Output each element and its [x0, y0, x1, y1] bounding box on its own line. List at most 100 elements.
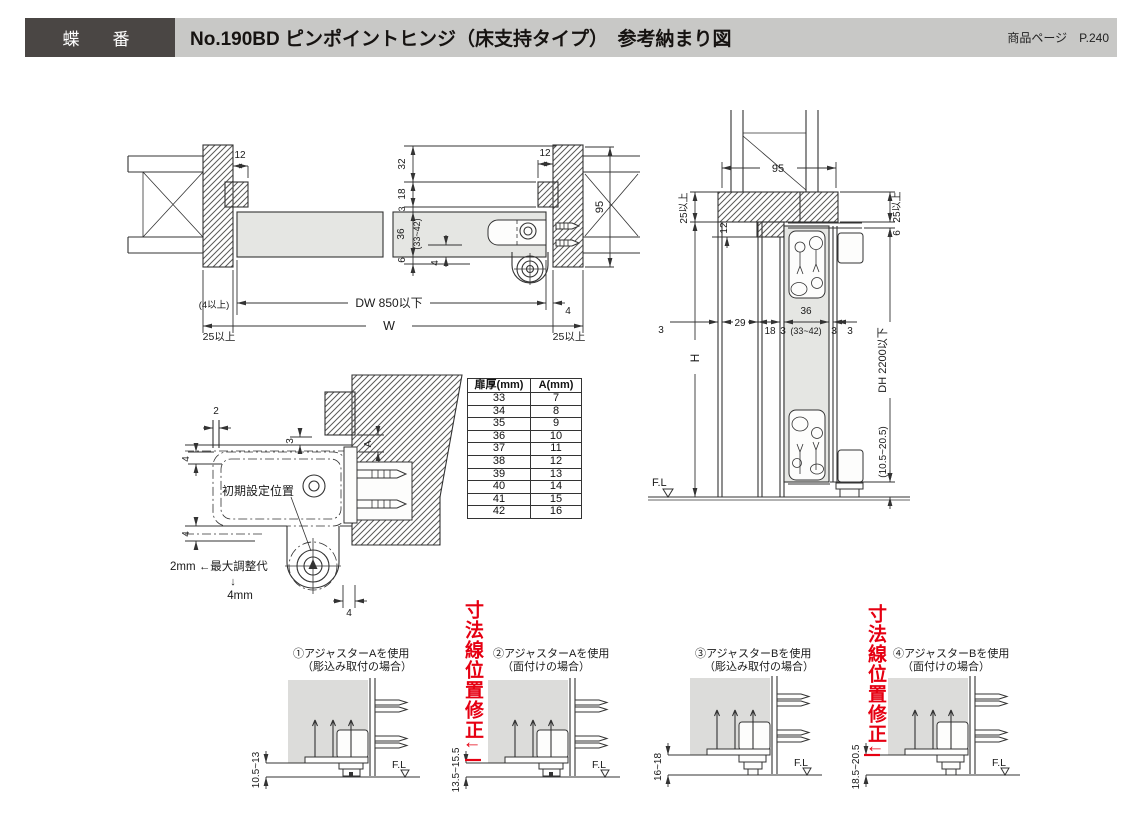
dim-label: (33~42) — [790, 326, 821, 336]
detail-view: 初期設定位置 2 3 4 4 A 2mm ←最大調整代 ↓ 4mm 4 — [170, 374, 463, 619]
panel-adjuster-b-mortise: ③アジャスターBを使用 （彫込み取付の場合） F.L 16~18 — [653, 647, 822, 787]
door-stop-right — [537, 181, 559, 208]
hinge-arm-range — [212, 451, 348, 527]
pivot-marker — [308, 559, 318, 569]
dim-label: 16~18 — [653, 753, 664, 782]
dim-label: 18.5~20.5 — [851, 744, 862, 789]
dim-label: 32 — [397, 158, 408, 170]
floor-level-label: F.L — [592, 759, 606, 771]
panel-caption: ④アジャスターBを使用 — [893, 647, 1009, 660]
section-view: 95 F.L 25以上 H — [648, 110, 910, 509]
dim-label: W — [383, 319, 395, 333]
dim-label: 3 — [658, 325, 664, 336]
max-adjust-arrow: ↓ — [230, 576, 236, 588]
category-tab: 蝶 番 — [25, 18, 175, 57]
dim-label: 12 — [234, 150, 246, 161]
floor-level-label: F.L — [992, 757, 1006, 769]
dim-label: H — [688, 354, 702, 363]
dim-label: 4 — [346, 608, 352, 619]
panel-caption: ①アジャスターAを使用 — [293, 647, 409, 660]
dim-label: 12 — [539, 148, 551, 159]
floor-level-icon — [400, 769, 410, 779]
dim-label: 4 — [181, 531, 192, 537]
panel-caption: ③アジャスターBを使用 — [695, 647, 811, 660]
floor-level-label: F.L — [392, 759, 406, 771]
floor-level-icon — [662, 488, 674, 498]
panel-caption: （面付けの場合） — [902, 659, 990, 673]
dim-label: (4以上) — [199, 300, 230, 311]
floor-level-icon — [802, 767, 812, 777]
correction-note-left: 寸法線位置修正↓ — [462, 600, 483, 751]
dim-label: 29 — [734, 318, 746, 329]
correction-note-right: 寸法線位置修正↓ — [865, 604, 886, 755]
dim-label: 3 — [847, 326, 853, 337]
frame-head — [717, 191, 839, 223]
dim-label: 25以上 — [203, 331, 236, 343]
floor-level-label: F.L — [652, 477, 667, 489]
door-leaf — [236, 211, 384, 258]
dim-label: 4 — [565, 306, 571, 317]
floor-level-label: F.L — [794, 757, 808, 769]
stop-section — [324, 391, 356, 436]
dim-label: 3 — [780, 326, 786, 337]
dim-label: 12 — [719, 222, 730, 234]
adjuster-foot — [835, 482, 864, 490]
dim-label: 18 — [397, 188, 408, 200]
dim-label: 3 — [831, 326, 837, 337]
panel-caption: （彫込み取付の場合） — [704, 659, 814, 673]
dim-label: 36 — [800, 306, 812, 317]
dim-label: 6 — [397, 257, 408, 263]
dim-label: 6 — [892, 230, 903, 236]
head-stop — [756, 221, 785, 238]
dim-label: (10.5~20.5) — [878, 426, 889, 477]
wall-brace-right — [584, 173, 639, 237]
dim-label: DW 850以下 — [355, 296, 422, 310]
dim-label: A — [363, 440, 374, 447]
floor-level-icon — [600, 769, 610, 779]
hinge-plate-top — [788, 230, 826, 299]
dim-label: 25以上 — [891, 191, 903, 222]
dim-label: 18 — [764, 326, 776, 337]
dim-label: DH 2200以下 — [877, 327, 889, 392]
panel-caption: ②アジャスターAを使用 — [493, 647, 609, 660]
table-header: A(mm) — [530, 378, 582, 393]
dim-label: 10.5~13 — [251, 751, 262, 788]
door-stop-left — [224, 181, 249, 208]
header-bar: 蝶 番 No.190BD ピンポイントヒンジ（床支持タイプ） 参考納まり図 商品… — [25, 18, 1117, 57]
dim-label: 25以上 — [678, 192, 690, 223]
max-adjust-label: 2mm ←最大調整代 — [170, 559, 268, 573]
dim-label: (33~42) — [412, 218, 422, 249]
dim-label: 4 — [430, 260, 441, 266]
product-page-ref: 商品ページ P.240 — [1007, 31, 1109, 45]
wall-brace-left — [142, 171, 204, 238]
panel-caption: （彫込み取付の場合） — [302, 659, 412, 673]
adjust-screw — [302, 474, 326, 498]
panel-caption: （面付けの場合） — [502, 659, 590, 673]
table-header: 扉厚(mm) — [467, 378, 531, 393]
dim-label: 3 — [285, 438, 296, 444]
dim-label: 95 — [594, 201, 606, 213]
mount-screws — [555, 222, 581, 247]
dim-label: 36 — [396, 228, 407, 240]
panel-adjuster-b-surface: ④アジャスターBを使用 （面付けの場合） F.L 18.5~20.5 — [851, 647, 1020, 789]
dim-label: 3 — [397, 206, 407, 211]
dim-label: 2 — [213, 406, 219, 417]
frame-plate — [343, 446, 358, 524]
plan-view: 12 12 32 18 3 36 (33~42) 6 4 95 DW 850以下… — [127, 144, 640, 343]
page-title: No.190BD ピンポイントヒンジ（床支持タイプ） 参考納まり図 — [190, 29, 732, 50]
hinge-screw — [519, 222, 537, 240]
panel-adjuster-a-mortise: ①アジャスターAを使用 （彫込み取付の場合） F.L 10.5~13 — [251, 647, 420, 789]
dim-label: 4 — [181, 456, 192, 462]
dim-label: 13.5~15.5 — [451, 747, 462, 792]
